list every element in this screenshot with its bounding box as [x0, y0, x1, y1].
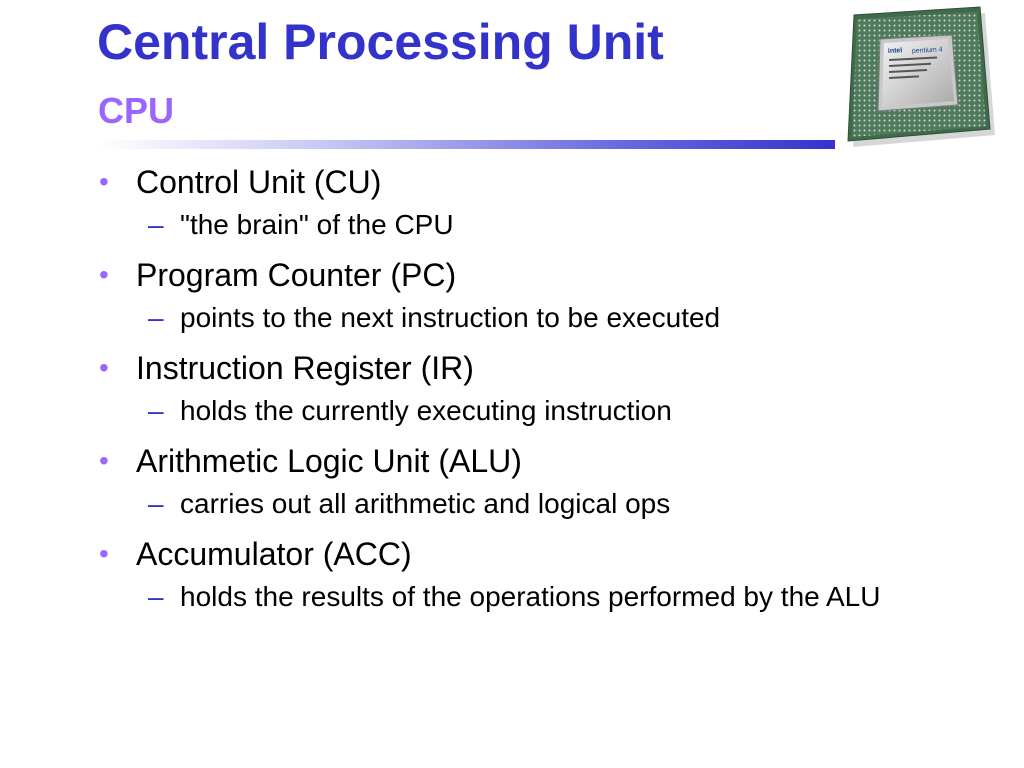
intel-pentium-4-chip-icon: intel pentium 4 [847, 6, 995, 147]
dash-icon: – [148, 581, 164, 612]
bullet-detail: points to the next instruction to be exe… [180, 302, 721, 333]
chip-brand-text: intel [888, 47, 903, 55]
dash-icon: – [148, 209, 164, 240]
list-item: • Arithmetic Logic Unit (ALU) –carries ou… [0, 439, 1024, 520]
slide-title: Central Processing Unit [97, 14, 664, 70]
dash-icon: – [148, 395, 164, 426]
bullet-detail: holds the currently executing instructio… [180, 395, 672, 426]
dash-icon: – [148, 488, 164, 519]
list-item: • Accumulator (ACC) –holds the results of… [0, 532, 1024, 613]
list-item: • Program Counter (PC) –points to the nex… [0, 253, 1024, 334]
title-underline [98, 140, 835, 149]
chip-model-text: pentium 4 [912, 46, 943, 55]
bullet-label: Arithmetic Logic Unit (ALU) [136, 443, 522, 479]
dash-icon: – [148, 302, 164, 333]
bullet-icon: • [99, 166, 109, 197]
bullet-detail: "the brain" of the CPU [180, 209, 454, 240]
bullet-icon: • [99, 445, 109, 476]
bullet-icon: • [99, 538, 109, 569]
bullet-detail: holds the results of the operations perf… [180, 581, 881, 612]
list-item: • Control Unit (CU) –"the brain" of the C… [0, 160, 1024, 241]
bullet-detail: carries out all arithmetic and logical o… [180, 488, 671, 519]
slide-subtitle: CPU [98, 90, 175, 131]
bullet-label: Control Unit (CU) [136, 164, 382, 200]
bullet-label: Program Counter (PC) [136, 257, 457, 293]
bullet-icon: • [99, 259, 109, 290]
list-item: • Instruction Register (IR) –holds the cu… [0, 346, 1024, 427]
bullet-label: Accumulator (ACC) [136, 536, 412, 572]
bullet-label: Instruction Register (IR) [136, 350, 474, 386]
bullet-list: •Control Unit (CU) –"the brain" of the C… [0, 160, 1024, 613]
bullet-icon: • [99, 352, 109, 383]
